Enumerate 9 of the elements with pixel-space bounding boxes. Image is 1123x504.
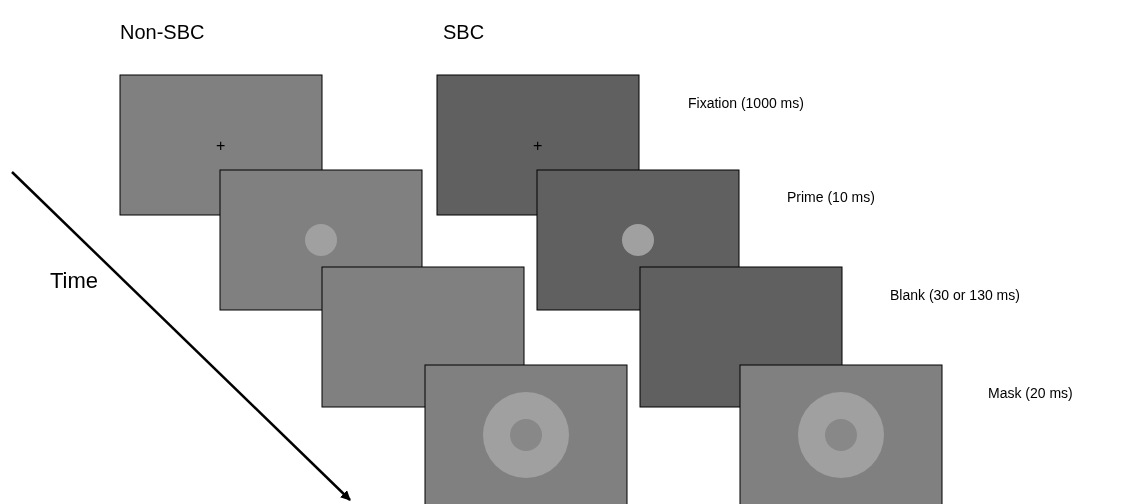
fixation-cross: + — [533, 138, 543, 154]
condition-heading: Non-SBC — [120, 22, 205, 42]
phase-label: Blank (30 or 130 ms) — [890, 288, 1020, 302]
fixation-cross: + — [216, 138, 226, 154]
phase-label: Mask (20 ms) — [988, 386, 1073, 400]
axis-label: Time — [50, 270, 99, 292]
phase-label: Fixation (1000 ms) — [688, 96, 804, 110]
condition-heading: SBC — [443, 22, 485, 42]
phase-label: Prime (10 ms) — [787, 190, 875, 204]
